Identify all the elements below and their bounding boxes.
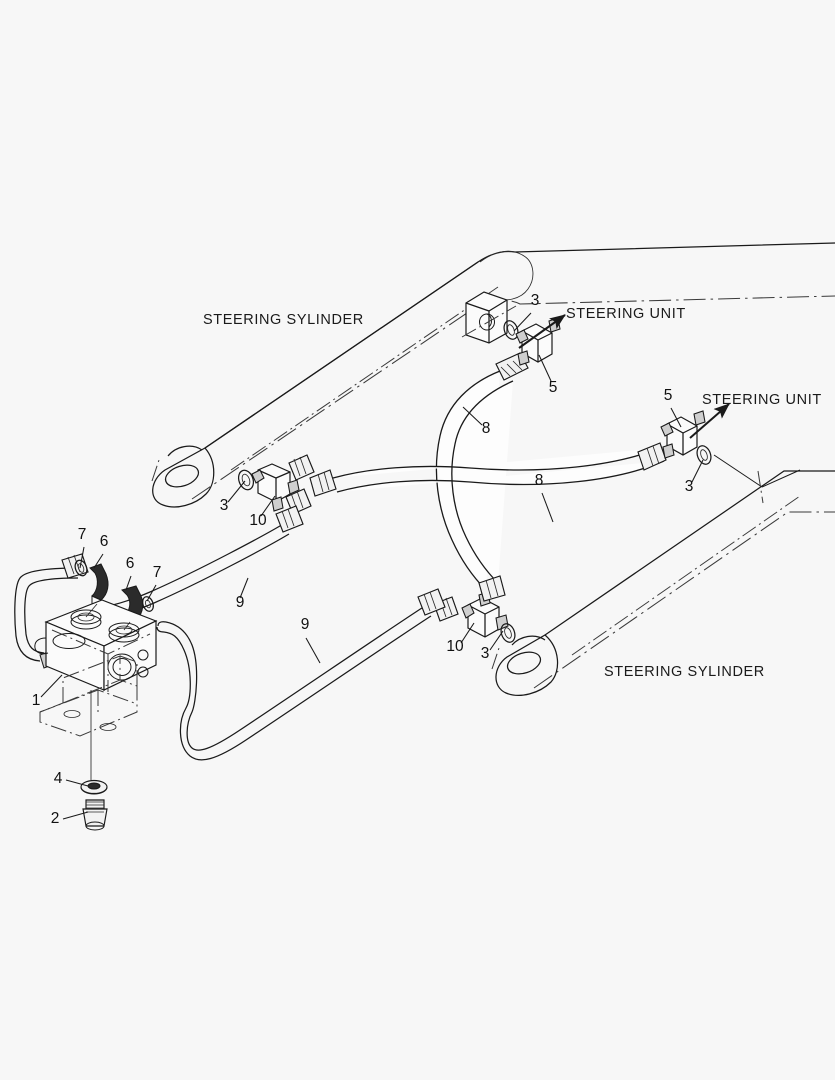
callout-6-lower-leader — [125, 575, 132, 591]
arrow-steering-unit-right — [689, 403, 730, 439]
callout-3-left: 3 — [220, 497, 229, 514]
bolt — [82, 799, 108, 831]
callout-10-right: 10 — [446, 638, 464, 655]
callout-3-right: 3 — [685, 478, 694, 495]
callout-2-bolt-leader — [62, 811, 89, 820]
tube-line-9-upper — [83, 505, 304, 620]
callout-2-bolt: 2 — [51, 810, 60, 827]
callout-3-left-leader — [227, 480, 246, 503]
steering-unit-top: STEERING UNIT — [566, 306, 686, 322]
callout-10-right-leader — [460, 622, 475, 644]
callout-5-top-leader — [538, 354, 552, 382]
callout-7-upper: 7 — [78, 526, 87, 543]
text-labels: STEERING SYLINDER STEERING UNIT STEERING U… — [203, 306, 822, 680]
steering-cylinder-upper — [151, 242, 835, 508]
callout-5-right-leader — [670, 407, 682, 428]
callout-3-top-leader — [513, 312, 532, 332]
callout-9-lower: 9 — [301, 616, 310, 633]
callout-10-left-leader — [260, 495, 276, 517]
mounting-bracket — [39, 655, 138, 780]
tee-fitting-10-bottom — [433, 575, 516, 643]
callout-9-upper-leader — [239, 577, 249, 599]
callout-3-bottom: 3 — [481, 645, 490, 662]
callout-5-top: 5 — [549, 379, 558, 396]
arrow-steering-unit-top — [518, 314, 566, 349]
callout-9-lower-leader — [305, 637, 321, 664]
callout-9-upper: 9 — [236, 594, 245, 611]
callout-7-lower-leader — [146, 584, 157, 602]
callout-6-lower: 6 — [126, 555, 135, 572]
callout-8-lower: 8 — [535, 472, 544, 489]
callout-4-washer-leader — [65, 779, 89, 787]
callout-4-washer: 4 — [54, 770, 63, 787]
callout-leaders — [40, 312, 704, 820]
callout-8-upper-leader — [462, 406, 483, 426]
callout-3-top: 3 — [531, 292, 540, 309]
callout-10-left: 10 — [249, 512, 267, 529]
hose-8-upper — [435, 352, 529, 591]
callout-3-right-leader — [691, 459, 704, 483]
hose-8-lower — [309, 442, 667, 497]
callout-6-upper-leader — [93, 553, 104, 569]
steering-sylinder-bottom: STEERING SYLINDER — [604, 664, 765, 680]
callout-5-right: 5 — [664, 387, 673, 404]
callout-7-lower: 7 — [153, 564, 162, 581]
callout-8-upper: 8 — [482, 420, 491, 437]
steering-unit-right: STEERING UNIT — [702, 392, 822, 408]
washer — [80, 779, 108, 795]
tee-fitting-10-left — [237, 454, 315, 515]
callout-7-upper-leader — [79, 546, 85, 569]
callout-6-upper: 6 — [100, 533, 109, 550]
steering-cylinder-lower — [491, 454, 835, 696]
callout-8-lower-leader — [541, 492, 554, 523]
steering-sylinder-top: STEERING SYLINDER — [203, 312, 364, 328]
valve-block — [34, 599, 158, 692]
callout-3-bottom-leader — [489, 630, 504, 651]
tee-fitting-5-right — [660, 410, 712, 465]
tube-line-9-lower — [156, 588, 446, 761]
callout-1-block-leader — [40, 674, 63, 698]
callout-1-block: 1 — [32, 692, 41, 709]
